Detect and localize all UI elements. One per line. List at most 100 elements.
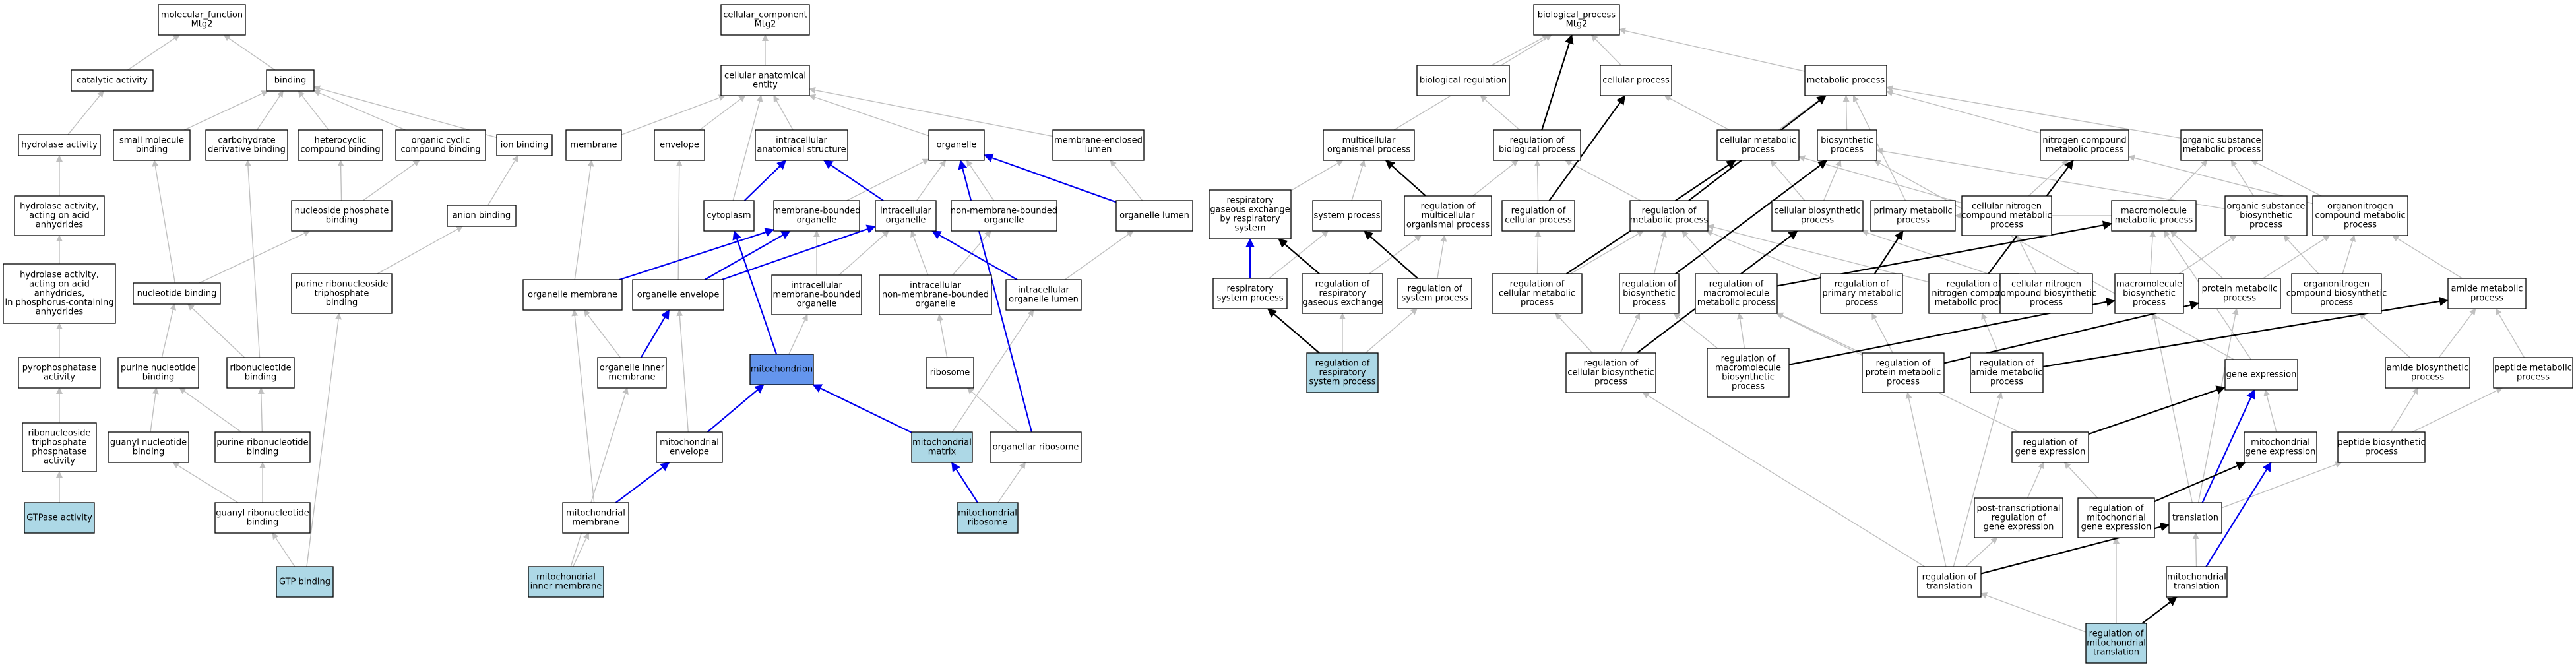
node-box[interactable] (2447, 278, 2527, 309)
node-box[interactable] (496, 134, 553, 156)
node-box[interactable] (1629, 200, 1709, 232)
node-box[interactable] (1870, 200, 1956, 232)
node-box[interactable] (1961, 195, 2052, 236)
node-box[interactable] (957, 502, 1019, 534)
node-box[interactable] (1404, 195, 1492, 236)
node-regmacrobio[interactable]: regulation ofmacromoleculebiosyntheticpr… (1707, 348, 1790, 398)
node-box[interactable] (928, 129, 985, 161)
node-box[interactable] (447, 205, 517, 227)
node-gtpase[interactable]: GTPase activity (24, 502, 95, 534)
node-gtpbinding[interactable]: GTP binding (276, 566, 334, 598)
node-box[interactable] (108, 431, 189, 463)
node-box[interactable] (2168, 502, 2222, 534)
node-box[interactable] (1600, 65, 1672, 96)
node-bioreg[interactable]: biological regulation (1416, 65, 1510, 96)
node-box[interactable] (2011, 431, 2089, 463)
node-box[interactable] (266, 69, 315, 92)
node-box[interactable] (18, 134, 101, 156)
node-box[interactable] (565, 129, 622, 161)
node-ribosome[interactable]: ribosome (926, 357, 974, 389)
node-box[interactable] (1974, 497, 2063, 538)
node-box[interactable] (22, 422, 97, 472)
node-sysproc[interactable]: system process (1312, 200, 1382, 232)
node-box[interactable] (1416, 65, 1510, 96)
node-box[interactable] (773, 200, 860, 232)
node-box[interactable] (951, 200, 1057, 232)
node-olumen[interactable]: organelle lumen (1115, 200, 1193, 232)
node-box[interactable] (528, 566, 604, 598)
node-box[interactable] (1302, 273, 1383, 314)
node-box[interactable] (1862, 352, 1945, 393)
node-box[interactable] (117, 357, 199, 389)
node-box[interactable] (2077, 497, 2155, 538)
node-box[interactable] (71, 69, 154, 92)
node-cytoplasm[interactable]: cytoplasm (703, 200, 755, 232)
node-box[interactable] (1804, 65, 1887, 96)
node-box[interactable] (720, 4, 810, 36)
node-box[interactable] (654, 129, 705, 161)
node-mito[interactable]: mitochondrion (749, 354, 814, 385)
node-ribontp[interactable]: ribonucleosidetriphosphatephosphataseact… (22, 422, 97, 472)
node-geneexp[interactable]: gene expression (2224, 359, 2298, 391)
node-box[interactable] (1005, 279, 1082, 311)
node-nucb[interactable]: nucleotide binding (133, 282, 221, 305)
node-box[interactable] (1212, 278, 1288, 309)
node-box[interactable] (1052, 129, 1145, 161)
node-box[interactable] (2085, 623, 2147, 664)
node-box[interactable] (1716, 129, 1800, 161)
node-box[interactable] (1707, 348, 1790, 398)
node-catalytic[interactable]: catalytic activity (71, 69, 154, 92)
node-box[interactable] (2224, 195, 2308, 236)
node-box[interactable] (276, 566, 334, 598)
node-box[interactable] (1323, 129, 1415, 161)
node-metab[interactable]: metabolic process (1804, 65, 1887, 96)
node-inmbo[interactable]: intracellularnon-membrane-boundedorganel… (879, 274, 992, 315)
node-box[interactable] (133, 282, 221, 305)
node-box[interactable] (1565, 352, 1656, 393)
node-box[interactable] (2312, 195, 2408, 236)
node-orgribo[interactable]: organellar ribosome (990, 431, 1082, 463)
node-box[interactable] (926, 357, 974, 389)
node-box[interactable] (3, 263, 116, 324)
node-oenv[interactable]: organelle envelope (632, 279, 724, 311)
node-box[interactable] (113, 129, 191, 161)
node-box[interactable] (990, 431, 1082, 463)
node-translation[interactable]: translation (2168, 502, 2222, 534)
node-membrane[interactable]: membrane (565, 129, 622, 161)
node-box[interactable] (2224, 359, 2298, 391)
